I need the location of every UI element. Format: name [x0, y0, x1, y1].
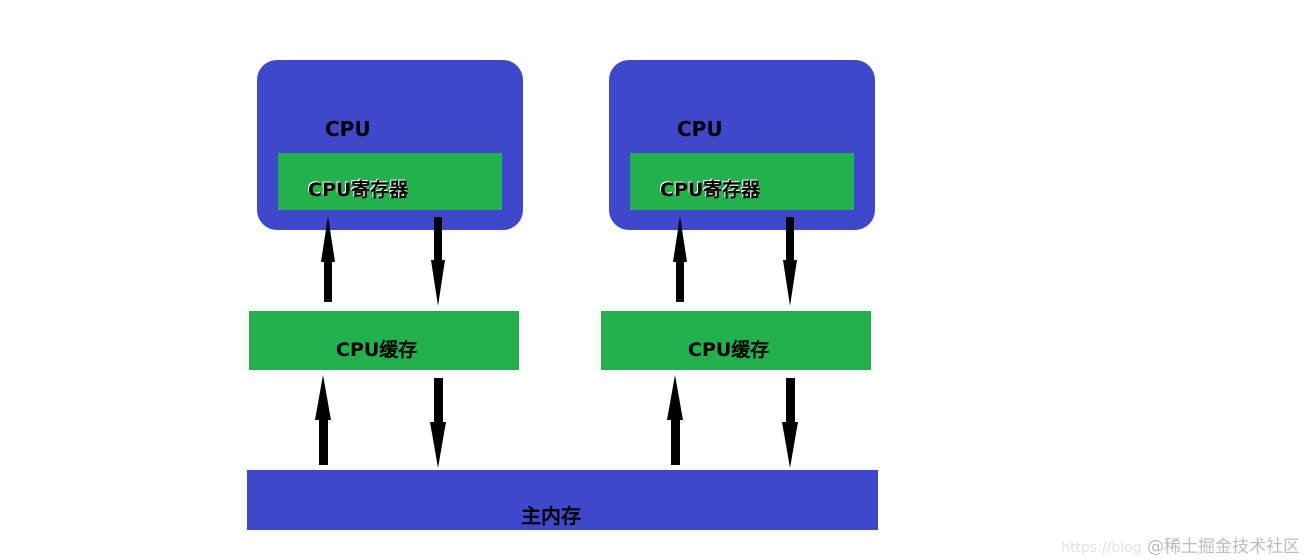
- cpu-box-left: CPU CPU寄存器: [257, 60, 523, 230]
- watermark-url: https://blog: [1061, 540, 1142, 556]
- watermark-text: @稀土掘金技术社区: [1147, 537, 1300, 557]
- watermark: https://blog @稀土掘金技术社区: [1061, 532, 1300, 557]
- cpu-cache-left: CPU缓存: [249, 311, 519, 370]
- arrow-up-memory-to-cache-right: [667, 375, 683, 465]
- cpu-register-right: CPU寄存器: [630, 153, 854, 210]
- arrow-up-memory-to-cache-left: [315, 375, 331, 465]
- cpu-register-left: CPU寄存器: [278, 153, 502, 210]
- cpu-label: CPU: [677, 117, 723, 141]
- register-label: CPU寄存器: [660, 179, 761, 201]
- main-memory-label: 主内存: [521, 504, 581, 528]
- cpu-label: CPU: [325, 117, 371, 141]
- arrow-down-register-to-cache-right: [783, 217, 797, 306]
- cpu-cache-right: CPU缓存: [601, 311, 871, 370]
- register-label: CPU寄存器: [308, 179, 409, 201]
- cache-label: CPU缓存: [688, 339, 770, 361]
- cpu-box-right: CPU CPU寄存器: [609, 60, 875, 230]
- main-memory: 主内存: [247, 470, 878, 530]
- arrow-down-cache-to-memory-right: [782, 378, 798, 468]
- arrow-up-cache-to-register-left: [321, 216, 335, 302]
- arrow-down-cache-to-memory-left: [430, 378, 446, 468]
- arrow-down-register-to-cache-left: [431, 217, 445, 306]
- cache-label: CPU缓存: [336, 339, 418, 361]
- arrow-up-cache-to-register-right: [673, 216, 687, 302]
